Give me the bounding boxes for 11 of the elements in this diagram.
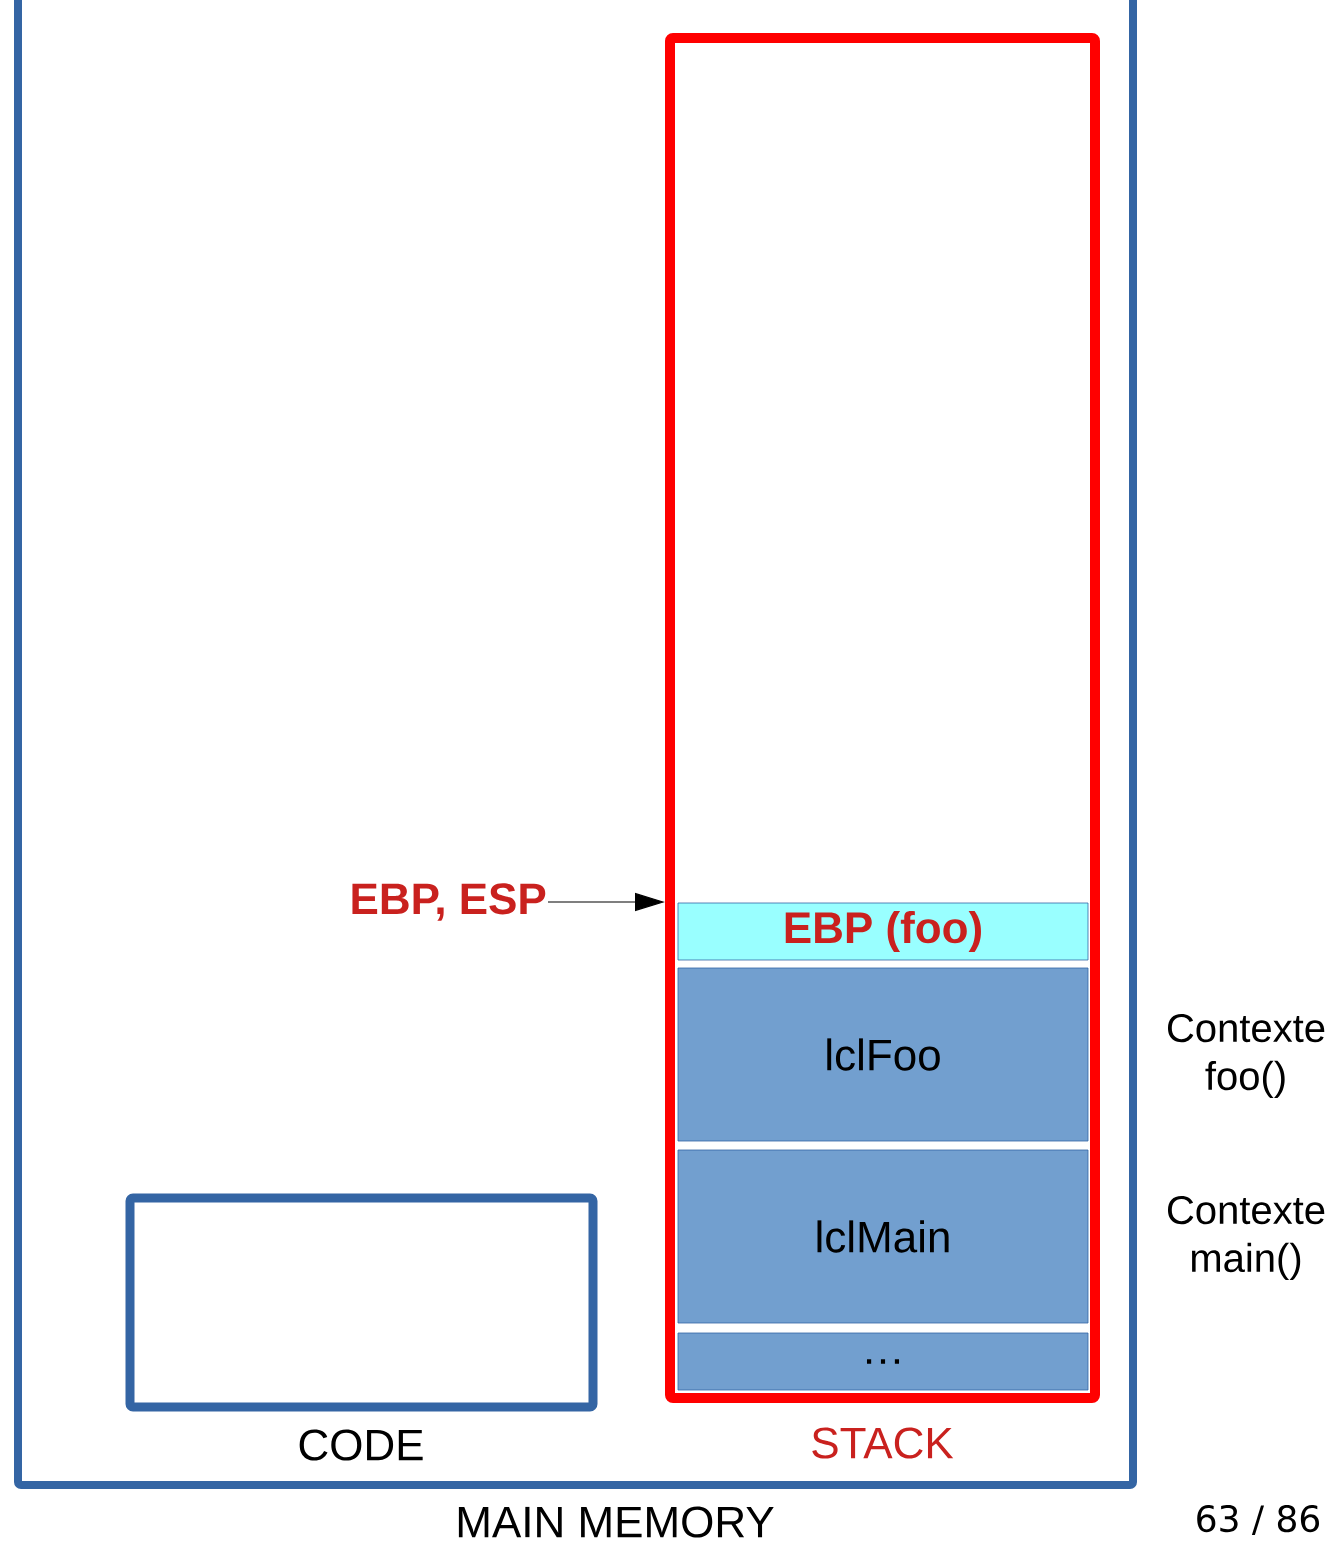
context-label: Contexte main() xyxy=(1168,1195,1325,1281)
stack-frame: lclFoo xyxy=(677,967,1089,1142)
box-caption: MAIN MEMORY xyxy=(458,1506,774,1538)
box-caption: STACK xyxy=(812,1427,954,1459)
stack-frame: lclMain xyxy=(677,1149,1089,1324)
box-caption: CODE xyxy=(299,1429,423,1461)
register-label: EBP, ESP xyxy=(352,883,546,921)
page-number: 63 / 86 xyxy=(1197,1505,1319,1536)
stack-frame: EBP (foo) xyxy=(677,902,1089,961)
stack-frame: … xyxy=(677,1332,1089,1391)
context-label: Contexte foo() xyxy=(1168,1013,1325,1099)
